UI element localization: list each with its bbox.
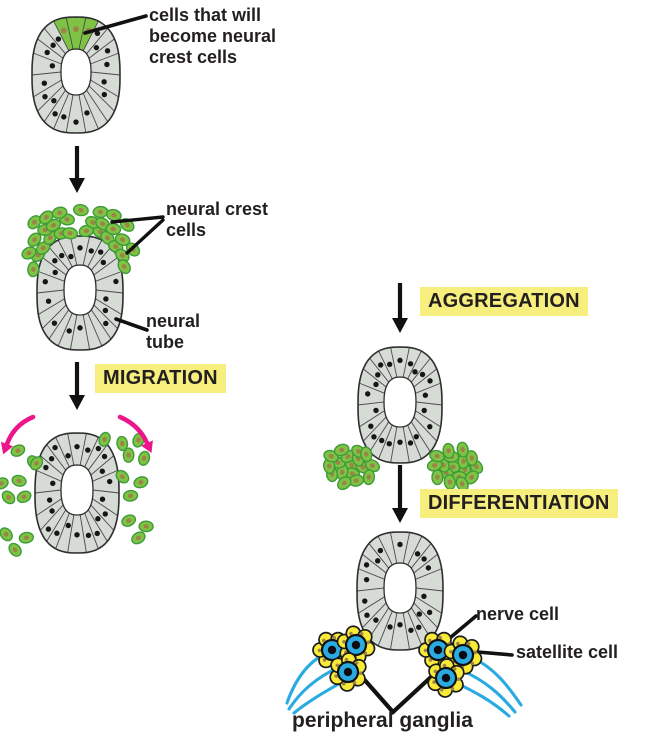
nerve-cell-with-satellites: [336, 625, 376, 665]
label-migration: MIGRATION: [95, 364, 226, 393]
label-differentiation: DIFFERENTIATION: [420, 489, 618, 518]
leader-line: [83, 14, 148, 35]
label-peripheral-ganglia: peripheral ganglia: [292, 709, 473, 732]
label-neural-crest-cells: neural crest cells: [166, 199, 269, 240]
leader-line: [359, 674, 434, 715]
label-satellite-cell: satellite cell: [516, 642, 619, 662]
neural-crest-cap: [21, 203, 141, 278]
peripheral-ganglion: [418, 631, 523, 718]
label-neural-tube: neural tube: [146, 311, 201, 352]
leader-line: [125, 218, 165, 255]
label-aggregation: AGGREGATION: [420, 287, 588, 316]
label-nerve-cell: nerve cell: [476, 604, 560, 624]
nerve-cell-with-satellites: [427, 658, 465, 698]
migration-arrow: [4, 414, 36, 447]
migrating-cells: [0, 431, 154, 557]
tube-crest: [36, 235, 124, 351]
tube-migration: [34, 432, 120, 554]
nerve-cell-with-satellites: [329, 652, 367, 692]
label-precursor-cells: cells that will become neural crest cell…: [149, 5, 277, 67]
leader-line: [114, 317, 149, 332]
leader-line: [110, 215, 165, 224]
tube-precursor: [31, 16, 121, 134]
peripheral-ganglion: [285, 625, 376, 715]
nerve-cell-with-satellites: [443, 635, 483, 675]
migration-arrow: [117, 414, 150, 446]
tube-aggregation: [357, 346, 443, 464]
